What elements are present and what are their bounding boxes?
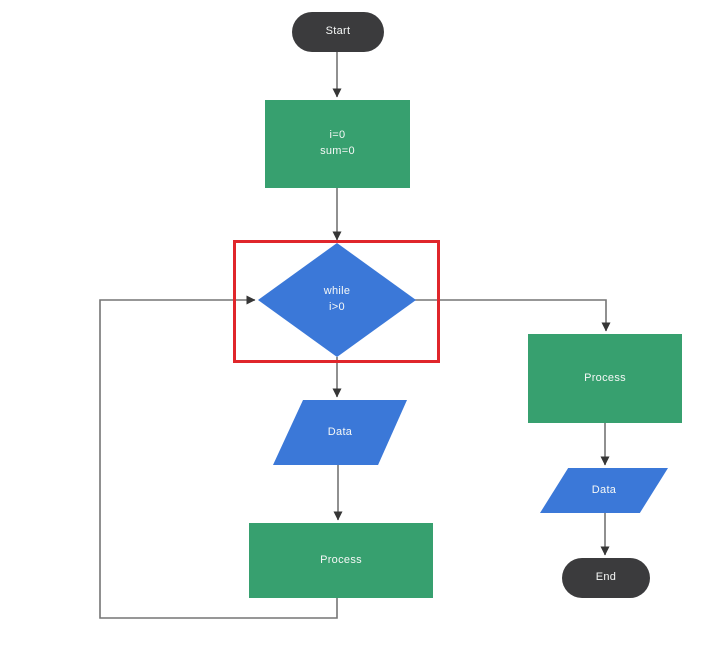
while-label: while i>0	[323, 285, 351, 313]
data-right-label: Data	[591, 483, 617, 496]
node-end: End	[562, 558, 650, 598]
node-start: Start	[292, 12, 384, 52]
end-label: End	[595, 571, 617, 584]
start-label: Start	[325, 25, 351, 38]
process-right-label: Process	[584, 371, 626, 384]
edge-process-left-loop-back	[99, 295, 338, 619]
data-left-label: Data	[327, 425, 353, 438]
node-process-right: Process	[528, 334, 682, 423]
process-left-label: Process	[320, 553, 362, 566]
edge-while-process-right	[413, 299, 611, 332]
node-init: i=0 sum=0	[265, 100, 410, 188]
node-process-left: Process	[249, 523, 433, 598]
init-label: i=0 sum=0	[320, 129, 355, 157]
